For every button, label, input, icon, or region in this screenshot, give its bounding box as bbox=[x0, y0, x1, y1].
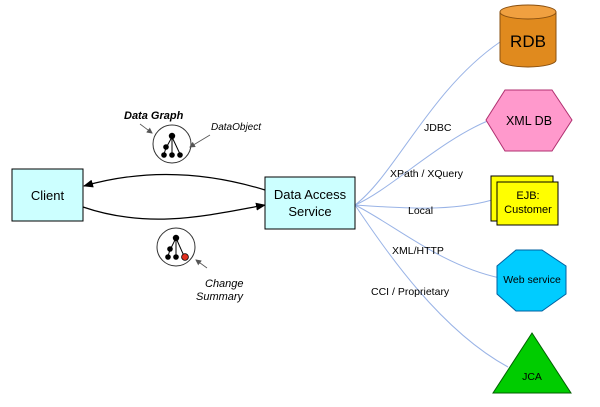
edge-label-jdbc: JDBC bbox=[424, 122, 452, 134]
rdb-label: RDB bbox=[510, 32, 546, 51]
xmldb-node: XML DB bbox=[485, 89, 573, 152]
request-arrow bbox=[82, 202, 266, 220]
edge-label-xmlhttp: XML/HTTP bbox=[392, 245, 444, 257]
edge-label-local: Local bbox=[408, 205, 433, 217]
ejb-label-line1: EJB: bbox=[516, 190, 539, 202]
ejb-label-line2: Customer bbox=[504, 204, 552, 216]
connector-xmldb bbox=[354, 119, 491, 206]
das-label-line2: Service bbox=[288, 204, 331, 219]
webservice-label: Web service bbox=[503, 274, 561, 286]
connector-rdb bbox=[354, 41, 501, 206]
tree-graph-icon bbox=[152, 124, 192, 164]
data-object-pointer bbox=[189, 134, 211, 148]
connector-lines bbox=[354, 41, 509, 368]
client-label: Client bbox=[31, 188, 65, 203]
change-summary-label-line1: Change bbox=[205, 278, 244, 290]
jca-node: JCA bbox=[492, 332, 572, 394]
rdb-node: RDB bbox=[499, 4, 557, 68]
response-arrow bbox=[83, 173, 266, 191]
ejb-node: EJB: Customer bbox=[490, 175, 559, 226]
client-node: Client bbox=[11, 168, 84, 222]
connector-ejb bbox=[354, 199, 493, 209]
edge-label-cci: CCI / Proprietary bbox=[371, 286, 450, 298]
jca-label: JCA bbox=[522, 371, 542, 383]
connector-jca bbox=[354, 204, 509, 368]
change-summary-label-line2: Summary bbox=[196, 291, 245, 303]
data-object-label: DataObject bbox=[211, 122, 262, 133]
xmldb-label: XML DB bbox=[506, 114, 552, 128]
tree-graph-changed-icon bbox=[156, 227, 196, 267]
connector-webservice bbox=[354, 204, 501, 279]
data-graph-label: Data Graph bbox=[124, 110, 184, 122]
data-access-service-node: Data Access Service bbox=[264, 176, 356, 230]
edge-label-xpath: XPath / XQuery bbox=[390, 168, 464, 180]
webservice-node: Web service bbox=[496, 249, 567, 312]
change-summary-pointer bbox=[195, 259, 208, 269]
das-label-line1: Data Access bbox=[274, 187, 347, 202]
data-graph-pointer bbox=[139, 123, 153, 134]
